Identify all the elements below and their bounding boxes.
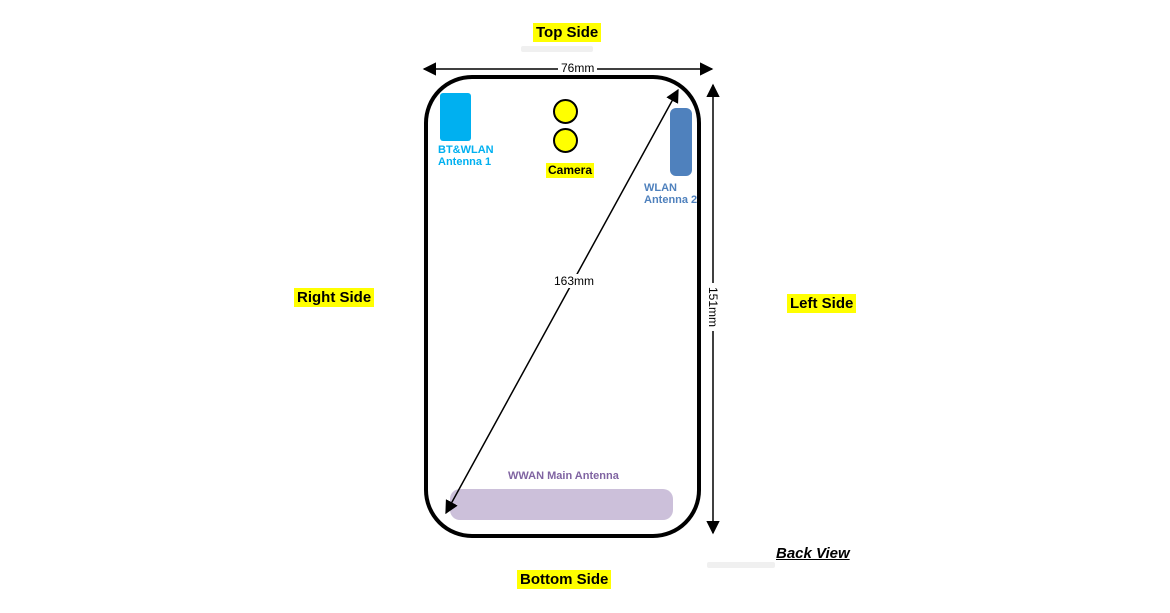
wlan-antenna2-label: WLAN Antenna 2 — [644, 182, 698, 206]
camera-lens-bottom — [553, 128, 578, 153]
artifact-smudge — [707, 562, 775, 568]
artifact-smudge — [521, 46, 593, 52]
top-side-label: Top Side — [533, 23, 602, 42]
camera-label: Camera — [546, 163, 595, 178]
height-dimension-value: 151mm — [706, 282, 720, 332]
camera-lens-top — [553, 99, 578, 124]
bt-wlan-antenna1-label: BT&WLAN Antenna 1 — [438, 144, 494, 168]
right-side-label: Right Side — [294, 288, 375, 307]
wwan-main-antenna-label: WWAN Main Antenna — [508, 470, 619, 482]
bottom-side-label: Bottom Side — [517, 570, 612, 589]
back-view-caption: Back View — [776, 545, 850, 562]
diagonal-dimension-value: 163mm — [551, 274, 598, 288]
wlan-antenna2-shape — [670, 108, 692, 176]
width-dimension-value: 76mm — [558, 61, 598, 75]
bt-wlan-antenna1-shape — [440, 93, 471, 141]
left-side-label: Left Side — [787, 294, 857, 313]
wwan-main-antenna-shape — [450, 489, 673, 520]
